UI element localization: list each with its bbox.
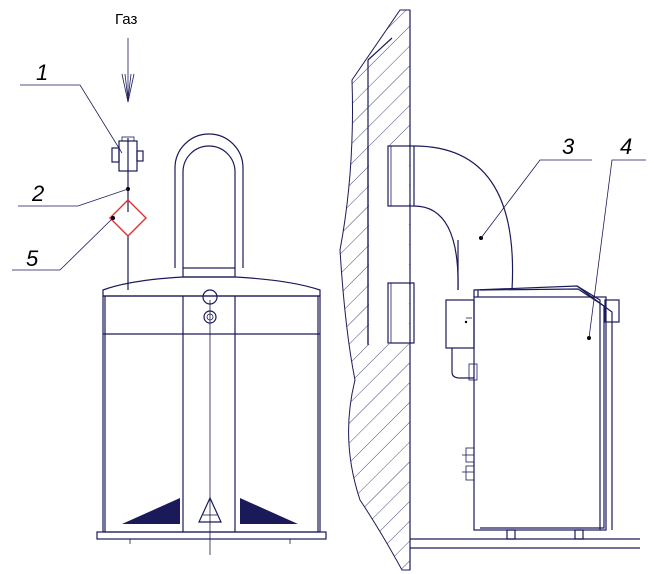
control-box	[445, 299, 475, 349]
flue-elbow-front	[182, 145, 236, 268]
gas-arrow	[121, 38, 135, 103]
gas-filter-icon	[109, 199, 147, 237]
side-handle	[604, 299, 620, 323]
boiler-body-side	[473, 296, 607, 531]
svg-text:3: 3	[562, 134, 575, 159]
label-3: 3	[480, 134, 592, 239]
louvre-right	[240, 498, 298, 524]
gas-label: Газ	[115, 11, 137, 28]
boiler-front-view	[96, 133, 327, 555]
gas-supply: Газ 1 2	[12, 11, 147, 290]
label-2: 2	[18, 181, 129, 207]
louvre-left	[122, 498, 180, 524]
boiler-body-front	[102, 295, 321, 533]
label-1: 1	[20, 60, 123, 154]
svg-text:1: 1	[36, 60, 48, 85]
floor	[410, 538, 640, 549]
svg-text:5: 5	[26, 246, 39, 271]
boiler-base	[96, 531, 327, 540]
wall-section	[339, 9, 411, 571]
flue-duct: 3	[387, 134, 592, 344]
center-triangle	[198, 496, 222, 523]
svg-text:4: 4	[620, 134, 632, 159]
boiler-side-view: 4	[445, 134, 646, 540]
label-5: 5	[12, 217, 114, 271]
label-4: 4	[588, 134, 646, 339]
gas-valve-icon	[111, 136, 144, 172]
svg-text:2: 2	[31, 181, 44, 206]
point-2-dot	[126, 187, 130, 191]
boiler-hood	[102, 276, 321, 297]
